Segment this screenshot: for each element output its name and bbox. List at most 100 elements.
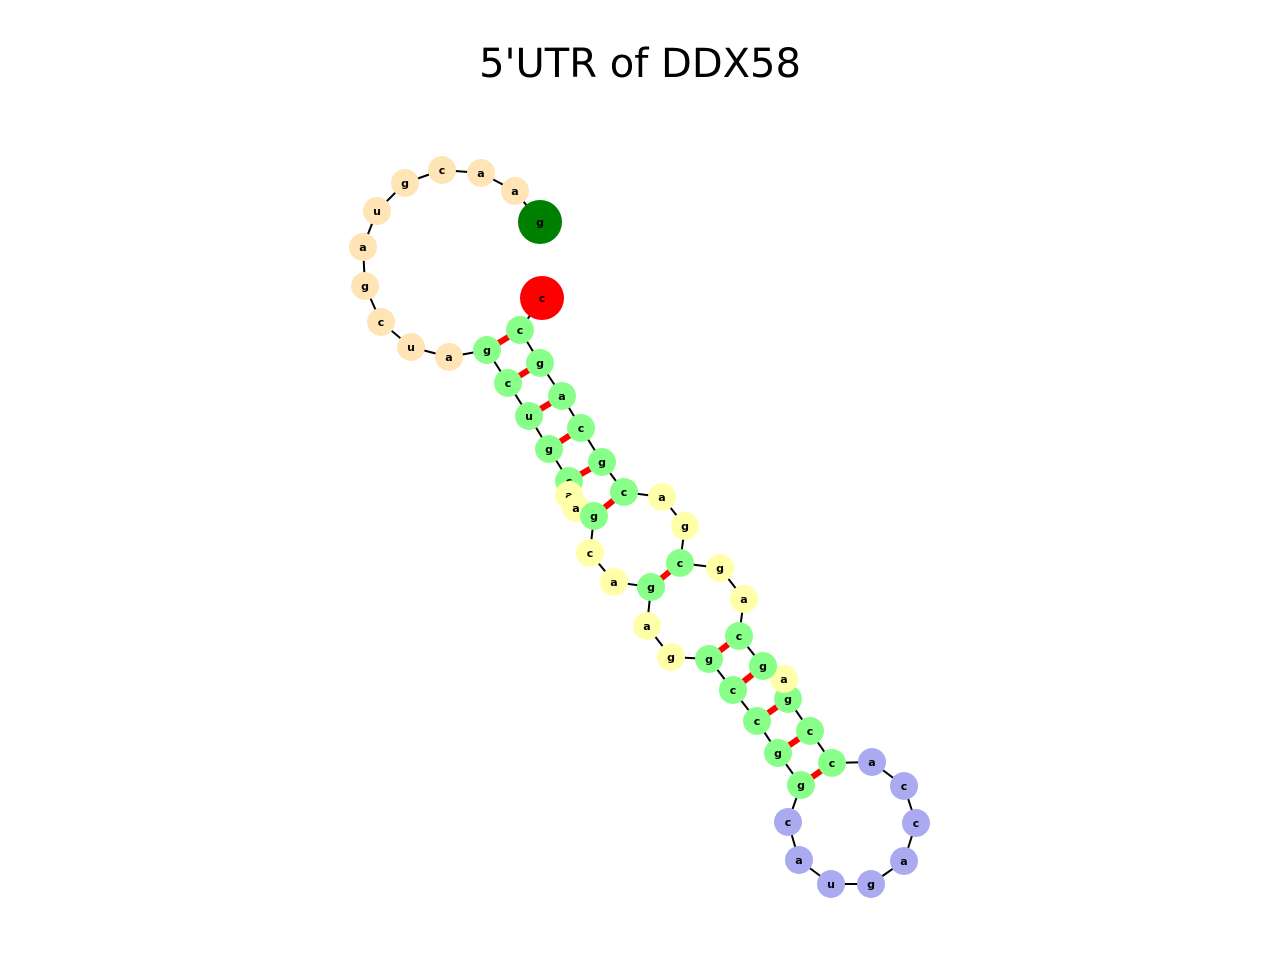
nucleotide-node: g — [351, 272, 379, 300]
nucleotide-node: g — [526, 349, 554, 377]
nucleotide-label: g — [536, 357, 544, 370]
nucleotide-node: c — [743, 707, 771, 735]
nucleotide-circle — [671, 512, 699, 540]
nucleotide-label: c — [901, 780, 908, 793]
nucleotide-node: c — [774, 808, 802, 836]
nucleotide-label: a — [868, 756, 875, 769]
nucleotide-circle — [770, 665, 798, 693]
nucleotide-label: g — [774, 747, 782, 760]
nucleotide-label: u — [407, 341, 415, 354]
nucleotide-circle — [858, 748, 886, 776]
nucleotide-node: g — [695, 645, 723, 673]
nucleotide-node: c — [576, 539, 604, 567]
nucleotide-node: g — [637, 573, 665, 601]
nucleotide-circle — [787, 771, 815, 799]
nucleotide-label: g — [536, 216, 544, 229]
nucleotide-circle — [367, 308, 395, 336]
nucleotide-circle — [548, 382, 576, 410]
nodes-layer: gaacguagcuagcugcaagcagaggccggcaugaccaccg… — [349, 156, 930, 898]
nucleotide-node: a — [435, 343, 463, 371]
nucleotide-node: c — [428, 156, 456, 184]
nucleotide-node: c — [367, 308, 395, 336]
nucleotide-label: u — [373, 205, 381, 218]
nucleotide-circle — [730, 585, 758, 613]
nucleotide-circle — [467, 159, 495, 187]
nucleotide-label: c — [587, 547, 594, 560]
nucleotide-node: a — [770, 665, 798, 693]
nucleotide-circle — [857, 870, 885, 898]
nucleotide-label: g — [705, 653, 713, 666]
nucleotide-circle — [633, 612, 661, 640]
nucleotide-node: u — [397, 333, 425, 361]
nucleotide-circle — [501, 177, 529, 205]
nucleotide-label: a — [572, 502, 579, 515]
nucleotide-node: a — [890, 847, 918, 875]
nucleotide-circle — [796, 717, 824, 745]
nucleotide-circle — [518, 200, 562, 244]
nucleotide-circle — [648, 483, 676, 511]
nucleotide-label: u — [827, 878, 835, 891]
nucleotide-circle — [397, 333, 425, 361]
nucleotide-label: a — [658, 491, 665, 504]
nucleotide-node: c — [818, 749, 846, 777]
nucleotide-node: g — [580, 502, 608, 530]
nucleotide-node: g — [473, 336, 501, 364]
nucleotide-label: g — [867, 878, 875, 891]
nucleotide-label: g — [361, 280, 369, 293]
nucleotide-circle — [743, 707, 771, 735]
nucleotide-circle — [506, 316, 534, 344]
nucleotide-circle — [515, 402, 543, 430]
nucleotide-circle — [526, 349, 554, 377]
nucleotide-circle — [890, 772, 918, 800]
nucleotide-circle — [666, 549, 694, 577]
nucleotide-node: a — [858, 748, 886, 776]
nucleotide-label: a — [795, 854, 802, 867]
nucleotide-node: u — [515, 402, 543, 430]
nucleotide-circle — [588, 448, 616, 476]
nucleotide-node: a — [600, 568, 628, 596]
nucleotide-node: a — [633, 612, 661, 640]
nucleotide-label: c — [539, 292, 546, 305]
nucleotide-label: a — [643, 620, 650, 633]
nucleotide-node: c — [719, 676, 747, 704]
nucleotide-node: a — [501, 177, 529, 205]
nucleotide-circle — [749, 652, 777, 680]
nucleotide-node: a — [548, 382, 576, 410]
nucleotide-circle — [428, 156, 456, 184]
nucleotide-label: a — [558, 390, 565, 403]
nucleotide-node: a — [648, 483, 676, 511]
nucleotide-node: c — [567, 414, 595, 442]
nucleotide-label: g — [759, 660, 767, 673]
nucleotide-label: a — [780, 673, 787, 686]
nucleotide-label: g — [681, 520, 689, 533]
nucleotide-circle — [610, 478, 638, 506]
nucleotide-node: g — [706, 554, 734, 582]
nucleotide-circle — [785, 846, 813, 874]
nucleotide-label: u — [525, 410, 533, 423]
nucleotide-label: c — [754, 715, 761, 728]
nucleotide-label: g — [483, 344, 491, 357]
nucleotide-node: c — [890, 772, 918, 800]
nucleotide-node: c — [506, 316, 534, 344]
nucleotide-label: g — [401, 177, 409, 190]
nucleotide-circle — [890, 847, 918, 875]
nucleotide-label: a — [610, 576, 617, 589]
nucleotide-label: c — [578, 422, 585, 435]
nucleotide-label: c — [807, 725, 814, 738]
nucleotide-node: a — [467, 159, 495, 187]
nucleotide-node: c — [666, 549, 694, 577]
nucleotide-label: c — [505, 377, 512, 390]
nucleotide-circle — [576, 539, 604, 567]
nucleotide-circle — [725, 622, 753, 650]
nucleotide-circle — [695, 645, 723, 673]
nucleotide-label: g — [784, 693, 792, 706]
nucleotide-circle — [351, 272, 379, 300]
nucleotide-label: a — [740, 593, 747, 606]
nucleotide-node: a — [349, 233, 377, 261]
nucleotide-label: c — [621, 486, 628, 499]
nucleotide-circle — [719, 676, 747, 704]
nucleotide-label: c — [378, 316, 385, 329]
nucleotide-circle — [637, 573, 665, 601]
